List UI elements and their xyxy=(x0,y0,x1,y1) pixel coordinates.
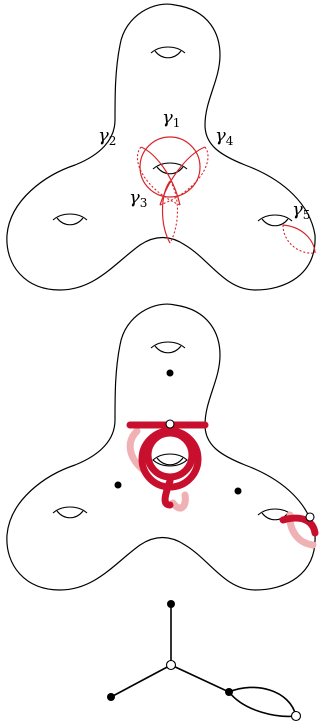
label-gamma-4: γ4 xyxy=(215,125,234,148)
hollow-point-right xyxy=(306,513,314,521)
curve-gamma-5 xyxy=(283,225,315,253)
front-curves xyxy=(130,425,315,533)
vertex-left xyxy=(107,693,115,701)
label-gamma-5: γ5 xyxy=(292,199,310,222)
marked-point-top xyxy=(167,370,174,377)
edge-center-left xyxy=(111,665,171,697)
vertex-center xyxy=(167,661,176,670)
top-hole-icon xyxy=(151,47,185,58)
vertex-end xyxy=(292,712,301,721)
center-hole-icon xyxy=(153,454,187,466)
edge-center-right xyxy=(171,665,229,692)
panel-thick-curves xyxy=(7,304,315,590)
label-gamma-1: γ1 xyxy=(162,107,180,130)
marked-point-right xyxy=(235,488,242,495)
edge-loop-lower xyxy=(229,692,296,716)
label-gamma-3: γ3 xyxy=(129,187,147,210)
hollow-point-center xyxy=(166,420,174,428)
panel-dual-graph xyxy=(107,600,301,721)
vertex-top xyxy=(167,600,175,608)
left-hole-icon xyxy=(53,214,87,225)
right-hole-icon xyxy=(258,215,292,226)
marked-point-left xyxy=(115,482,122,489)
left-hole-icon xyxy=(53,507,87,518)
surface-outline xyxy=(7,4,315,290)
top-hole-icon xyxy=(151,342,185,353)
panel-curves: γ1 γ2 γ3 γ4 γ5 xyxy=(7,4,315,290)
surface-outline xyxy=(7,304,315,590)
vertex-right xyxy=(225,688,233,696)
curve-gamma-1 xyxy=(140,137,200,197)
